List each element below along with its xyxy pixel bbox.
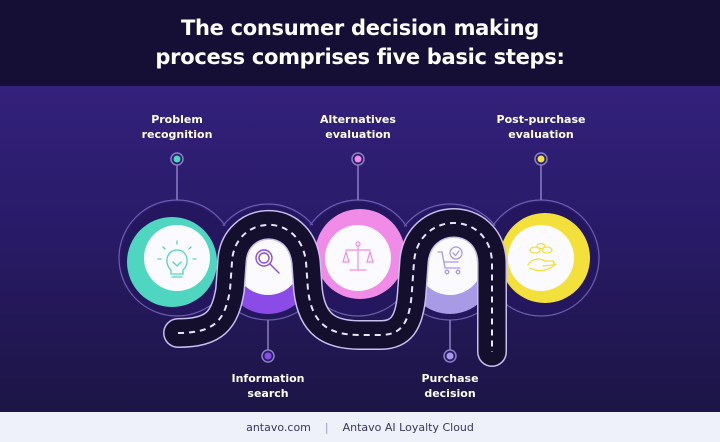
footer: antavo.com | Antavo AI Loyalty Cloud [0,412,720,442]
step-label-problem-recognition: Problem recognition [107,112,247,142]
magnifier-icon [255,249,280,274]
step-2-line2: search [247,387,289,400]
step-label-post-purchase-evaluation: Post-purchase evaluation [471,112,611,142]
scales-icon [342,241,374,271]
step-label-purchase-decision: Purchase decision [380,371,520,401]
hand-coins-icon [527,242,557,272]
step-dots [170,152,548,363]
step-3-line2: evaluation [325,128,391,141]
page-title: The consumer decision making process com… [0,14,720,72]
header: The consumer decision making process com… [0,0,720,86]
title-line-2: process comprises five basic steps: [155,45,565,69]
step-label-information-search: Information search [198,371,338,401]
road-center-dashes [177,222,493,352]
connector-lines [176,165,542,350]
step-1-line2: recognition [141,128,213,141]
cart-check-icon [437,246,463,275]
step-5-line1: Post-purchase [496,113,586,126]
step-4-line1: Purchase [421,372,479,385]
footer-site-link[interactable]: antavo.com [246,420,311,434]
step-5-line2: evaluation [508,128,574,141]
lightbulb-icon [157,240,197,278]
step-4-line2: decision [424,387,476,400]
step-3-line1: Alternatives [320,113,396,126]
footer-separator: | [324,420,329,434]
footer-brand: Antavo AI Loyalty Cloud [342,420,474,434]
step-1-line1: Problem [151,113,203,126]
step-2-line1: Information [231,372,305,385]
title-line-1: The consumer decision making [180,16,539,40]
step-label-alternatives-evaluation: Alternatives evaluation [288,112,428,142]
